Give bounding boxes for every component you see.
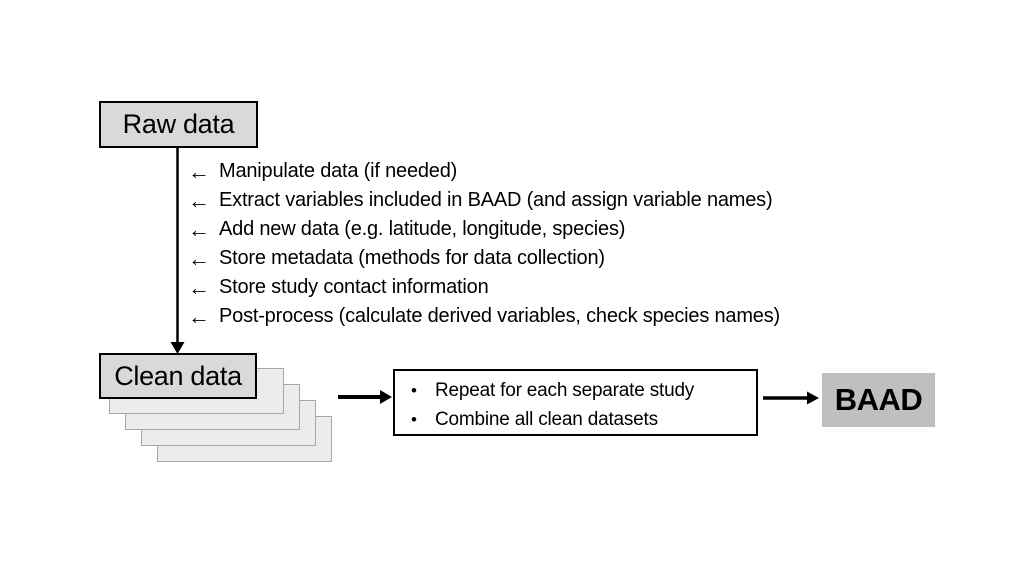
aggregation-item: • Combine all clean datasets [411,405,756,434]
aggregation-box: • Repeat for each separate study • Combi… [393,369,758,436]
process-step: ← Extract variables included in BAAD (an… [188,186,780,215]
process-step: ← Add new data (e.g. latitude, longitude… [188,215,780,244]
process-step: ← Store metadata (methods for data colle… [188,244,780,273]
bullet-icon: • [411,380,417,400]
right-arrow-icon [338,390,392,404]
left-arrow-icon: ← [188,245,210,271]
left-arrow-icon: ← [188,274,210,300]
process-step-label: Store metadata (methods for data collect… [219,247,605,269]
aggregation-item: • Repeat for each separate study [411,376,756,405]
process-step-label: Store study contact information [219,276,489,298]
process-steps-list: ← Manipulate data (if needed) ← Extract … [188,157,780,331]
process-step: ← Manipulate data (if needed) [188,157,780,186]
down-arrow-icon [170,148,185,354]
aggregation-item-label: Repeat for each separate study [435,379,695,401]
bullet-icon: • [411,409,417,429]
left-arrow-icon: ← [188,187,210,213]
process-step: ← Post-process (calculate derived variab… [188,302,780,331]
left-arrow-icon: ← [188,216,210,242]
process-step-label: Post-process (calculate derived variable… [219,305,780,327]
process-step-label: Extract variables included in BAAD (and … [219,189,773,211]
raw-data-node: Raw data [99,101,258,148]
process-step-label: Add new data (e.g. latitude, longitude, … [219,218,626,240]
left-arrow-icon: ← [188,303,210,329]
left-arrow-icon: ← [188,158,210,184]
clean-data-node: Clean data [99,353,257,399]
baad-node: BAAD [822,373,935,427]
right-arrow-icon [763,391,819,405]
process-step-label: Manipulate data (if needed) [219,160,458,182]
process-step: ← Store study contact information [188,273,780,302]
aggregation-item-label: Combine all clean datasets [435,408,658,430]
